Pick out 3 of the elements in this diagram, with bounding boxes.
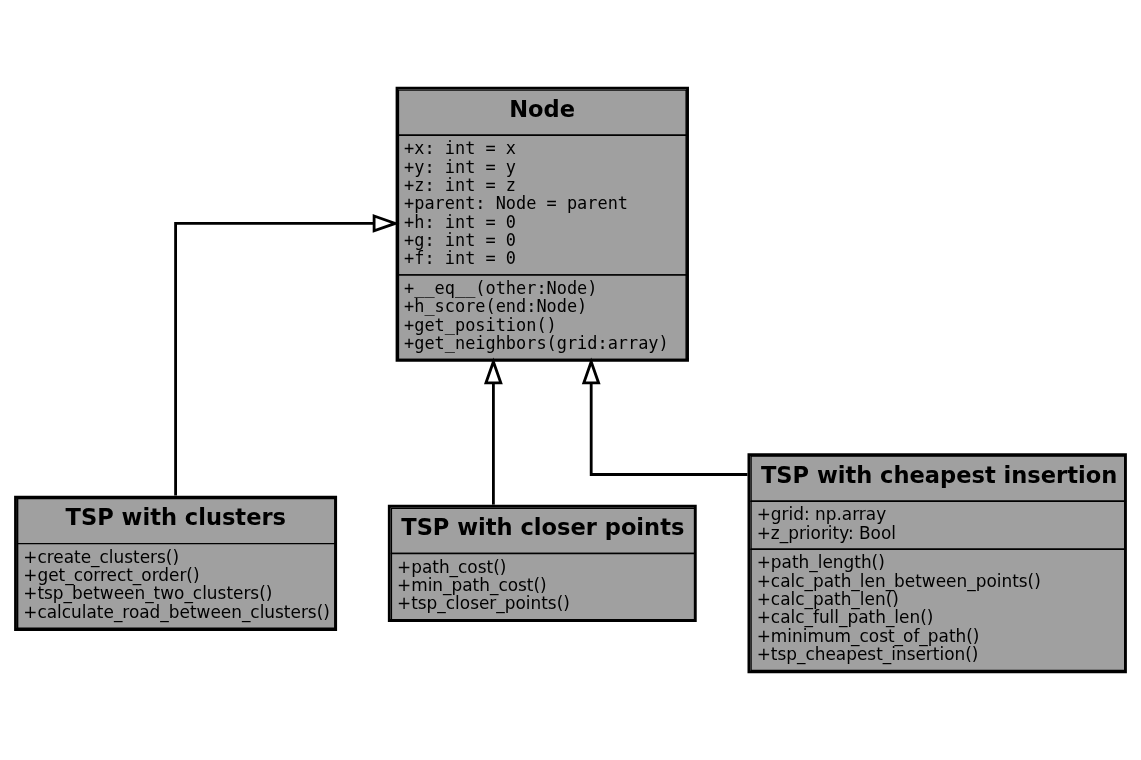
arrow — [174, 214, 400, 496]
arrow — [581, 357, 748, 476]
arrow — [484, 357, 503, 505]
